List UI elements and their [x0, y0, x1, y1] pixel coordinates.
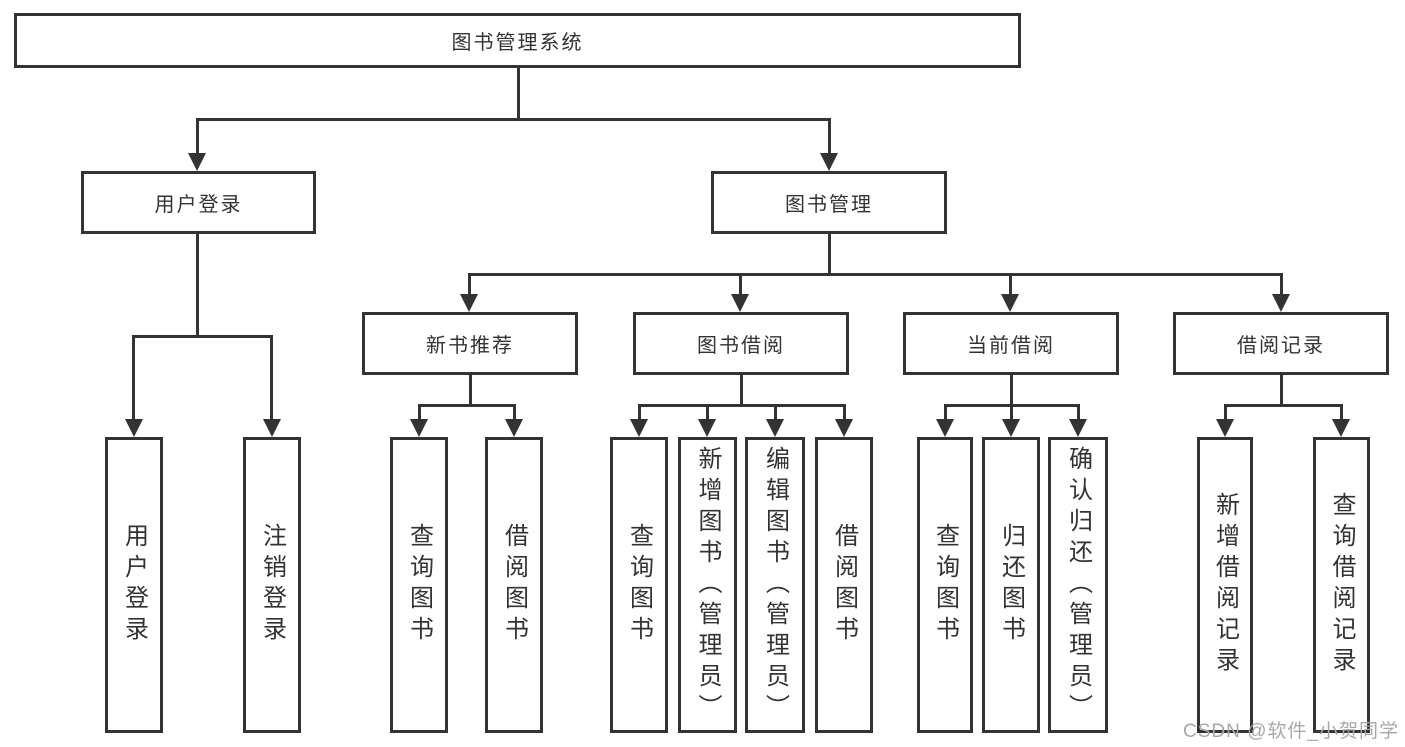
connector-line [132, 335, 135, 421]
arrow-down-icon [698, 419, 716, 437]
connector-line [418, 404, 516, 407]
node-new-book-recommend-label: 新书推荐 [426, 335, 514, 357]
connector-line [944, 404, 947, 421]
leaf-query-borrow-record-label: 查询借阅记录 [1328, 492, 1355, 678]
arrow-down-icon [766, 419, 784, 437]
leaf-return-books-label: 归还图书 [997, 523, 1025, 647]
connector-line [1077, 404, 1080, 421]
connector-line [843, 404, 846, 421]
leaf-add-books-admin-label: 新增图书（管理员） [694, 445, 721, 725]
leaf-user-login-label: 用户登录 [120, 523, 148, 647]
leaf-query-books-borrow: 查询图书 [610, 437, 668, 733]
node-book-borrow: 图书借阅 [633, 312, 849, 375]
leaf-add-borrow-record-label: 新增借阅记录 [1211, 492, 1239, 678]
node-root: 图书管理系统 [14, 13, 1021, 68]
leaf-return-books: 归还图书 [982, 437, 1040, 733]
arrow-down-icon [630, 419, 648, 437]
connector-line [468, 273, 471, 296]
connector-line [706, 404, 709, 421]
connector-line [196, 118, 199, 155]
node-user-login-label: 用户登录 [154, 194, 243, 216]
leaf-confirm-return-admin-label: 确认归还（管理员） [1064, 445, 1092, 725]
node-borrow-records-label: 借阅记录 [1237, 335, 1325, 357]
leaf-borrow-books: 借阅图书 [815, 437, 873, 733]
connector-line [1010, 373, 1013, 407]
arrow-down-icon [505, 419, 523, 437]
connector-line [469, 373, 472, 407]
connector-line [638, 404, 846, 407]
arrow-down-icon [1332, 419, 1350, 437]
connector-line [638, 404, 641, 421]
connector-line [774, 404, 777, 421]
arrow-down-icon [835, 419, 853, 437]
leaf-query-books-current: 查询图书 [917, 437, 973, 733]
node-book-management: 图书管理 [711, 171, 947, 234]
watermark: CSDN @软件_小贺同学 [1183, 721, 1399, 742]
connector-line [1280, 273, 1283, 296]
leaf-confirm-return-admin: 确认归还（管理员） [1048, 437, 1108, 733]
node-current-borrow-label: 当前借阅 [967, 335, 1055, 357]
arrow-down-icon [1069, 419, 1087, 437]
node-borrow-records: 借阅记录 [1173, 312, 1389, 375]
connector-line [196, 232, 199, 337]
connector-line [468, 273, 1282, 276]
connector-line [1224, 404, 1227, 421]
node-root-label: 图书管理系统 [451, 32, 584, 54]
leaf-query-books-recommend: 查询图书 [390, 437, 448, 733]
leaf-query-borrow-record: 查询借阅记录 [1313, 437, 1370, 733]
leaf-borrow-books-recommend-label: 借阅图书 [500, 523, 528, 647]
leaf-borrow-books-recommend: 借阅图书 [485, 437, 543, 733]
arrow-down-icon [731, 294, 749, 312]
connector-line [1010, 404, 1013, 421]
arrow-down-icon [188, 153, 206, 171]
node-new-book-recommend: 新书推荐 [362, 312, 578, 375]
leaf-edit-books-admin: 编辑图书（管理员） [745, 437, 805, 733]
leaf-logout: 注销登录 [243, 437, 301, 733]
arrow-down-icon [936, 419, 954, 437]
leaf-query-books-recommend-label: 查询图书 [405, 523, 433, 647]
arrow-down-icon [1002, 419, 1020, 437]
node-book-management-label: 图书管理 [785, 194, 873, 216]
leaf-edit-books-admin-label: 编辑图书（管理员） [761, 445, 789, 725]
connector-line [132, 335, 273, 338]
arrow-down-icon [460, 294, 478, 312]
connector-line [1280, 373, 1283, 407]
connector-line [828, 232, 831, 276]
connector-line [828, 118, 831, 155]
leaf-add-borrow-record: 新增借阅记录 [1197, 437, 1253, 733]
arrow-down-icon [1001, 294, 1019, 312]
leaf-user-login: 用户登录 [105, 437, 163, 733]
connector-line [739, 273, 742, 296]
arrow-down-icon [263, 419, 281, 437]
leaf-query-books-borrow-label: 查询图书 [625, 523, 653, 647]
arrow-down-icon [820, 153, 838, 171]
leaf-logout-label: 注销登录 [258, 523, 286, 647]
arrow-down-icon [1216, 419, 1234, 437]
arrow-down-icon [1272, 294, 1290, 312]
connector-line [1224, 404, 1343, 407]
node-book-borrow-label: 图书借阅 [697, 335, 785, 357]
arrow-down-icon [410, 419, 428, 437]
connector-line [513, 404, 516, 421]
node-current-borrow: 当前借阅 [903, 312, 1119, 375]
arrow-down-icon [125, 419, 143, 437]
connector-line [1009, 273, 1012, 296]
leaf-borrow-books-label: 借阅图书 [830, 523, 858, 647]
leaf-query-books-current-label: 查询图书 [931, 523, 959, 647]
connector-line [1340, 404, 1343, 421]
connector-line [418, 404, 421, 421]
connector-line [197, 118, 831, 121]
node-user-login: 用户登录 [81, 171, 316, 234]
leaf-add-books-admin: 新增图书（管理员） [678, 437, 737, 733]
connector-line [517, 66, 520, 120]
connector-line [740, 373, 743, 407]
connector-line [270, 335, 273, 421]
